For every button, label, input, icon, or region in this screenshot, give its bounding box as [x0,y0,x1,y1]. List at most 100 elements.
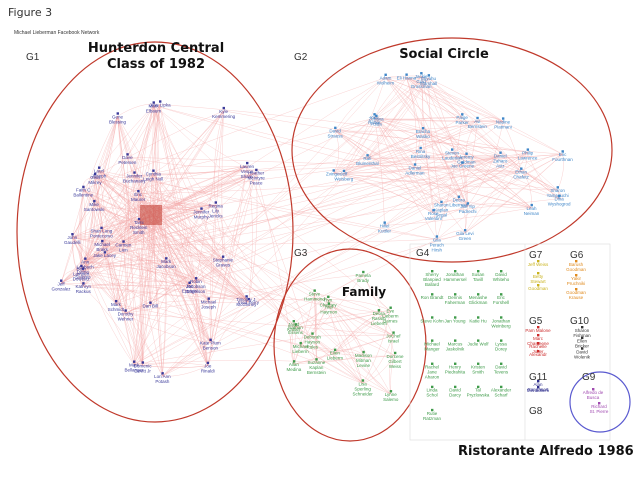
node-marker [421,127,425,130]
node-marker [432,209,435,212]
group-id-g5: G5 [529,316,543,327]
edge [72,105,154,238]
edge [343,173,434,214]
node-marker [431,385,434,389]
node-marker [373,113,376,116]
edge [201,211,391,395]
edge [362,335,394,384]
g9-boundary [569,371,631,433]
edge [462,165,532,209]
g2-boundary [291,37,613,263]
edge [125,155,501,314]
edge [123,155,501,245]
edge [327,299,363,384]
edge [374,117,385,226]
node-marker [299,341,302,345]
edge [133,193,139,211]
node-marker [454,385,457,389]
edge [115,303,335,353]
edge [153,105,257,173]
edge [102,225,165,245]
node-marker [383,221,386,224]
edge [441,152,528,205]
edge [248,172,258,302]
edge [153,105,224,260]
node-marker [575,274,578,277]
node-marker [405,73,408,76]
edge [117,116,158,209]
node-marker [465,152,468,155]
edge [464,152,528,234]
node-marker [537,342,540,345]
node-marker [431,316,434,319]
edge [82,259,167,272]
edge [101,173,154,231]
g3-boundary [273,248,427,442]
node-marker [137,189,140,193]
node-marker [194,277,198,280]
edge [125,313,394,336]
node-marker [592,388,595,391]
node-marker [152,169,155,172]
edge [300,345,391,395]
edge [362,355,396,384]
edge [98,170,437,240]
edge [406,77,563,155]
node-marker [188,281,191,285]
node-marker [362,270,365,274]
edge [98,170,124,245]
edge [335,130,368,159]
edge [123,171,522,245]
node-marker [537,326,540,329]
node-marker [327,302,331,305]
edge [85,261,329,307]
edge [293,293,315,365]
edge [153,105,532,209]
edge [94,203,144,222]
